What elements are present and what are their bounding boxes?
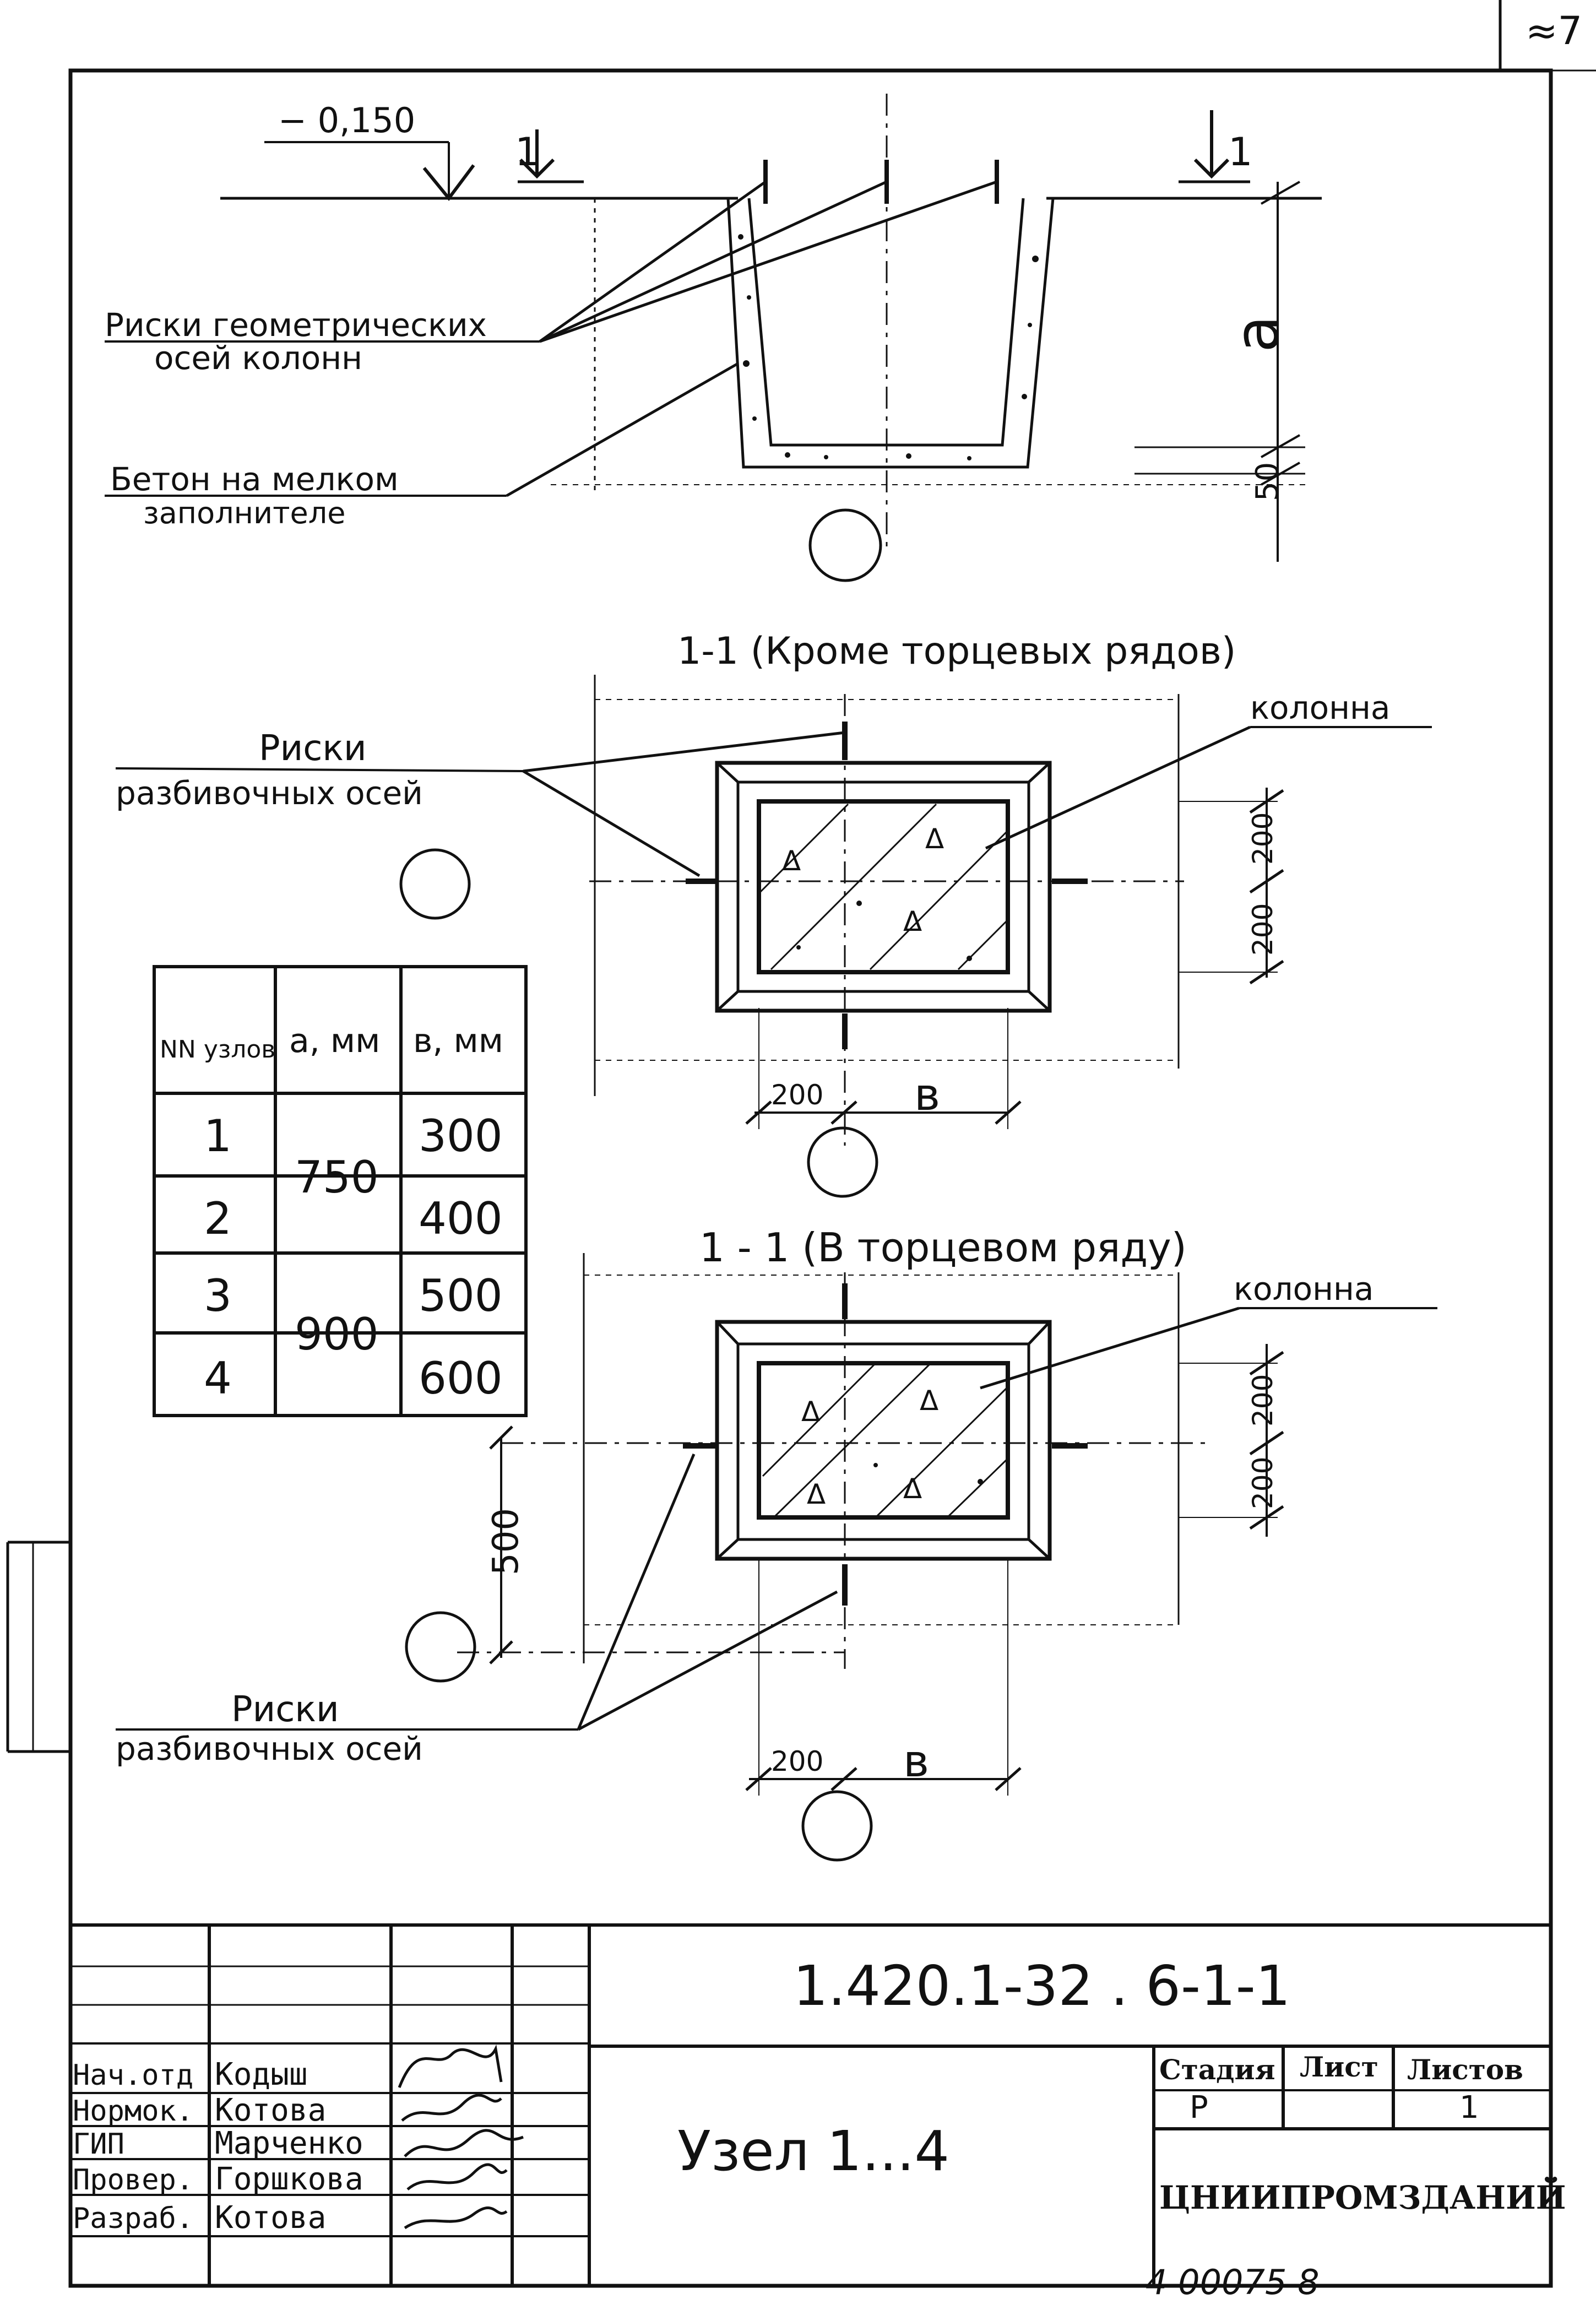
elevation-label: − 0,150 bbox=[278, 100, 415, 140]
dim-50-label: 50 bbox=[1250, 462, 1285, 501]
drawing-code: 1.420.1-32 . 6-1-1 bbox=[793, 1954, 1290, 2018]
corner-mark: ≈7 bbox=[1526, 8, 1582, 53]
role-1: Нормок. bbox=[73, 2095, 193, 2128]
table-cell-b3: 500 bbox=[419, 1270, 503, 1321]
table-cell-n1: 1 bbox=[204, 1110, 232, 1162]
svg-text:Δ: Δ bbox=[925, 823, 944, 855]
column-label-end: колонна bbox=[1234, 1270, 1374, 1308]
section-title-end: 1 - 1 (В торцевом ряду) bbox=[699, 1224, 1187, 1271]
section-title-middle: 1-1 (Кроме торцевых рядов) bbox=[677, 630, 1236, 673]
column-label-middle: колонна bbox=[1250, 689, 1390, 726]
table-cell-a1: 750 bbox=[295, 1152, 379, 1203]
sheets-value: 1 bbox=[1459, 2090, 1479, 2126]
nodes-table-text: NN узлов a, мм в, мм 1 2 3 4 750 900 300… bbox=[160, 1022, 503, 1404]
geom-axes-note-2: осей колонн bbox=[154, 339, 362, 377]
layout-axes-note-end-1: Риски bbox=[231, 1689, 339, 1730]
table-cell-b4: 600 bbox=[419, 1353, 503, 1404]
section-mark-left: 1 bbox=[515, 129, 540, 175]
dim-b-end: в bbox=[903, 1736, 929, 1787]
axis-bubble-middle-left bbox=[399, 848, 471, 920]
plan-middle bbox=[115, 675, 1432, 1198]
concrete-note-2: заполнителе bbox=[143, 496, 345, 530]
dim-500-end: 500 bbox=[486, 1508, 526, 1575]
role-2: ГИП bbox=[73, 2128, 124, 2161]
table-cell-b2: 400 bbox=[419, 1193, 503, 1244]
table-cell-n2: 2 bbox=[204, 1193, 232, 1244]
concrete-note-1: Бетон на мелком bbox=[110, 460, 399, 498]
name-2: Марченко bbox=[215, 2126, 363, 2161]
svg-text:Δ: Δ bbox=[903, 905, 922, 937]
dim-200-middle-2: 200 bbox=[1247, 903, 1279, 956]
table-cell-b1: 300 bbox=[419, 1110, 503, 1162]
name-1: Котова bbox=[215, 2092, 326, 2128]
dim-200-middle-bottom: 200 bbox=[771, 1079, 823, 1111]
dim-200-end-2: 200 bbox=[1247, 1457, 1279, 1509]
svg-text:Δ: Δ bbox=[782, 845, 801, 877]
title-block-roles: Нач.отд Нормок. ГИП Провер. Разраб. Коды… bbox=[73, 2057, 363, 2236]
footer-number: 4 00075 8 bbox=[1146, 2262, 1320, 2299]
table-header-a: a, мм bbox=[289, 1022, 380, 1060]
svg-text:Δ: Δ bbox=[807, 1478, 826, 1510]
svg-text:Δ: Δ bbox=[920, 1385, 938, 1417]
concrete-hatch-end: Δ Δ Δ Δ bbox=[801, 1385, 983, 1510]
name-3: Горшкова bbox=[215, 2161, 363, 2197]
layout-axes-note-end-2: разбивочных осей bbox=[116, 1730, 423, 1767]
dim-200-end-bottom: 200 bbox=[771, 1745, 823, 1777]
drawing-title: Узел 1...4 bbox=[677, 2119, 949, 2183]
dim-b-middle: в bbox=[914, 1069, 940, 1120]
svg-text:Δ: Δ bbox=[903, 1473, 922, 1505]
plan-end bbox=[116, 1253, 1437, 1862]
role-0: Нач.отд bbox=[73, 2059, 193, 2092]
table-cell-n3: 3 bbox=[204, 1270, 232, 1321]
layout-axes-note-middle-1: Риски bbox=[259, 728, 367, 769]
geom-axes-note-1: Риски геометрических bbox=[105, 306, 487, 344]
section-mark-right: 1 bbox=[1228, 129, 1253, 175]
table-header-b: в, мм bbox=[413, 1022, 503, 1060]
sheets-label: Листов bbox=[1407, 2053, 1523, 2086]
sheet-label: Лист bbox=[1300, 2051, 1378, 2083]
name-4: Котова bbox=[215, 2200, 326, 2236]
axis-bubble-end-bottom bbox=[801, 1790, 873, 1862]
stage-label: Стадия bbox=[1159, 2053, 1275, 2086]
signatures bbox=[398, 2045, 524, 2230]
stage-value: Р bbox=[1190, 2090, 1208, 2126]
dim-200-middle-1: 200 bbox=[1247, 812, 1279, 865]
axis-bubble-end-left bbox=[405, 1611, 476, 1683]
axis-bubble-middle-bottom bbox=[807, 1126, 878, 1198]
table-cell-n4: 4 bbox=[204, 1353, 232, 1404]
dim-200-end-1: 200 bbox=[1247, 1374, 1279, 1427]
socket-outer bbox=[726, 198, 1055, 469]
axis-bubble bbox=[808, 508, 882, 582]
organization: ЦНИИПРОМЗДАНИЙ bbox=[1159, 2177, 1566, 2216]
nodes-table bbox=[153, 965, 528, 1417]
svg-text:Δ: Δ bbox=[801, 1396, 820, 1428]
role-4: Разраб. bbox=[73, 2202, 193, 2235]
concrete-hatch-top bbox=[738, 234, 1039, 460]
top-section bbox=[105, 94, 1322, 582]
dim-a-label: a bbox=[1222, 316, 1292, 353]
table-header-n: NN узлов bbox=[160, 1035, 275, 1064]
table-cell-a3: 900 bbox=[295, 1309, 379, 1360]
name-0: Кодыш bbox=[215, 2057, 308, 2092]
sheet-frame bbox=[6, 0, 1596, 2288]
concrete-hatch-middle: Δ Δ Δ bbox=[782, 823, 972, 961]
title-block bbox=[70, 1923, 1551, 2286]
role-3: Провер. bbox=[73, 2164, 193, 2197]
layout-axes-note-middle-2: разбивочных осей bbox=[116, 774, 423, 812]
